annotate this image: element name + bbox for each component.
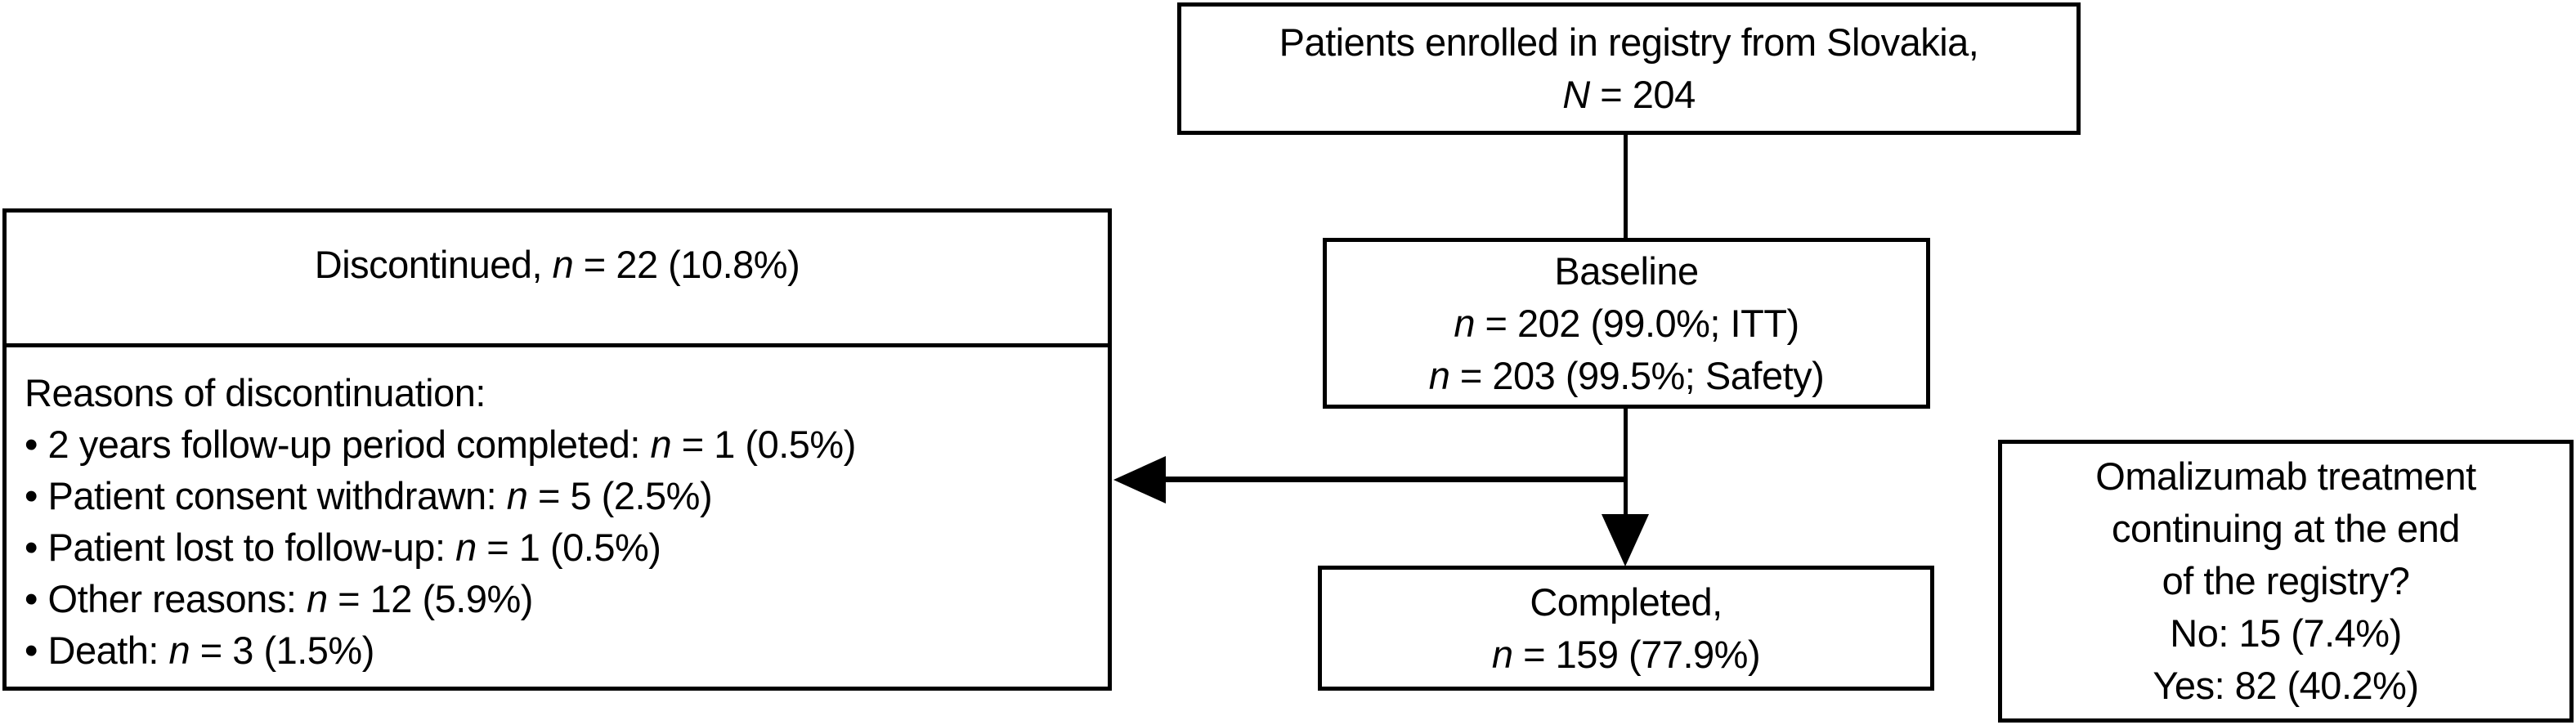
omalizumab-line3: of the registry?	[2162, 559, 2410, 602]
completed-line1: Completed,	[1530, 580, 1723, 624]
enrolled-box: Patients enrolled in registry from Slova…	[1177, 2, 2081, 135]
omalizumab-line1: Omalizumab treatment	[2095, 454, 2476, 498]
omalizumab-line5: Yes: 82 (40.2%)	[2153, 664, 2419, 707]
reason-item: • Patient lost to follow-up: n = 1 (0.5%…	[25, 526, 661, 569]
connector-enrolled-baseline	[1624, 133, 1628, 239]
enrolled-line2: N = 204	[1562, 73, 1696, 116]
arrowhead-left-icon	[1113, 456, 1166, 503]
baseline-line3: n = 203 (99.5%; Safety)	[1428, 353, 1825, 397]
reason-item: • Death: n = 3 (1.5%)	[25, 629, 374, 672]
omalizumab-box: Omalizumab treatment continuing at the e…	[1998, 440, 2574, 723]
connector-baseline-discontinued	[1161, 477, 1627, 482]
baseline-box: Baseline n = 202 (99.0%; ITT) n = 203 (9…	[1323, 238, 1930, 409]
discontinued-title-section: Discontinued, n = 22 (10.8%)	[7, 213, 1108, 347]
baseline-line1: Baseline	[1554, 248, 1699, 293]
discontinued-box: Discontinued, n = 22 (10.8%) Reasons of …	[2, 208, 1112, 691]
discontinued-title: Discontinued, n = 22 (10.8%)	[314, 243, 800, 286]
reason-item: • Other reasons: n = 12 (5.9%)	[25, 577, 533, 620]
reasons-header: Reasons of discontinuation:	[25, 371, 486, 414]
reason-item: • Patient consent withdrawn: n = 5 (2.5%…	[25, 474, 713, 517]
reason-item: • 2 years follow-up period completed: n …	[25, 423, 856, 466]
discontinued-reasons-section: Reasons of discontinuation: • 2 years fo…	[7, 347, 1108, 676]
enrolled-line1: Patients enrolled in registry from Slova…	[1279, 20, 1979, 64]
completed-box: Completed, n = 159 (77.9%)	[1318, 566, 1934, 691]
completed-line2: n = 159 (77.9%)	[1491, 632, 1761, 676]
arrowhead-down-icon	[1602, 514, 1649, 566]
baseline-line2: n = 202 (99.0%; ITT)	[1454, 301, 1799, 345]
omalizumab-line2: continuing at the end	[2112, 507, 2460, 550]
omalizumab-line4: No: 15 (7.4%)	[2170, 611, 2402, 655]
connector-baseline-completed	[1624, 407, 1628, 528]
